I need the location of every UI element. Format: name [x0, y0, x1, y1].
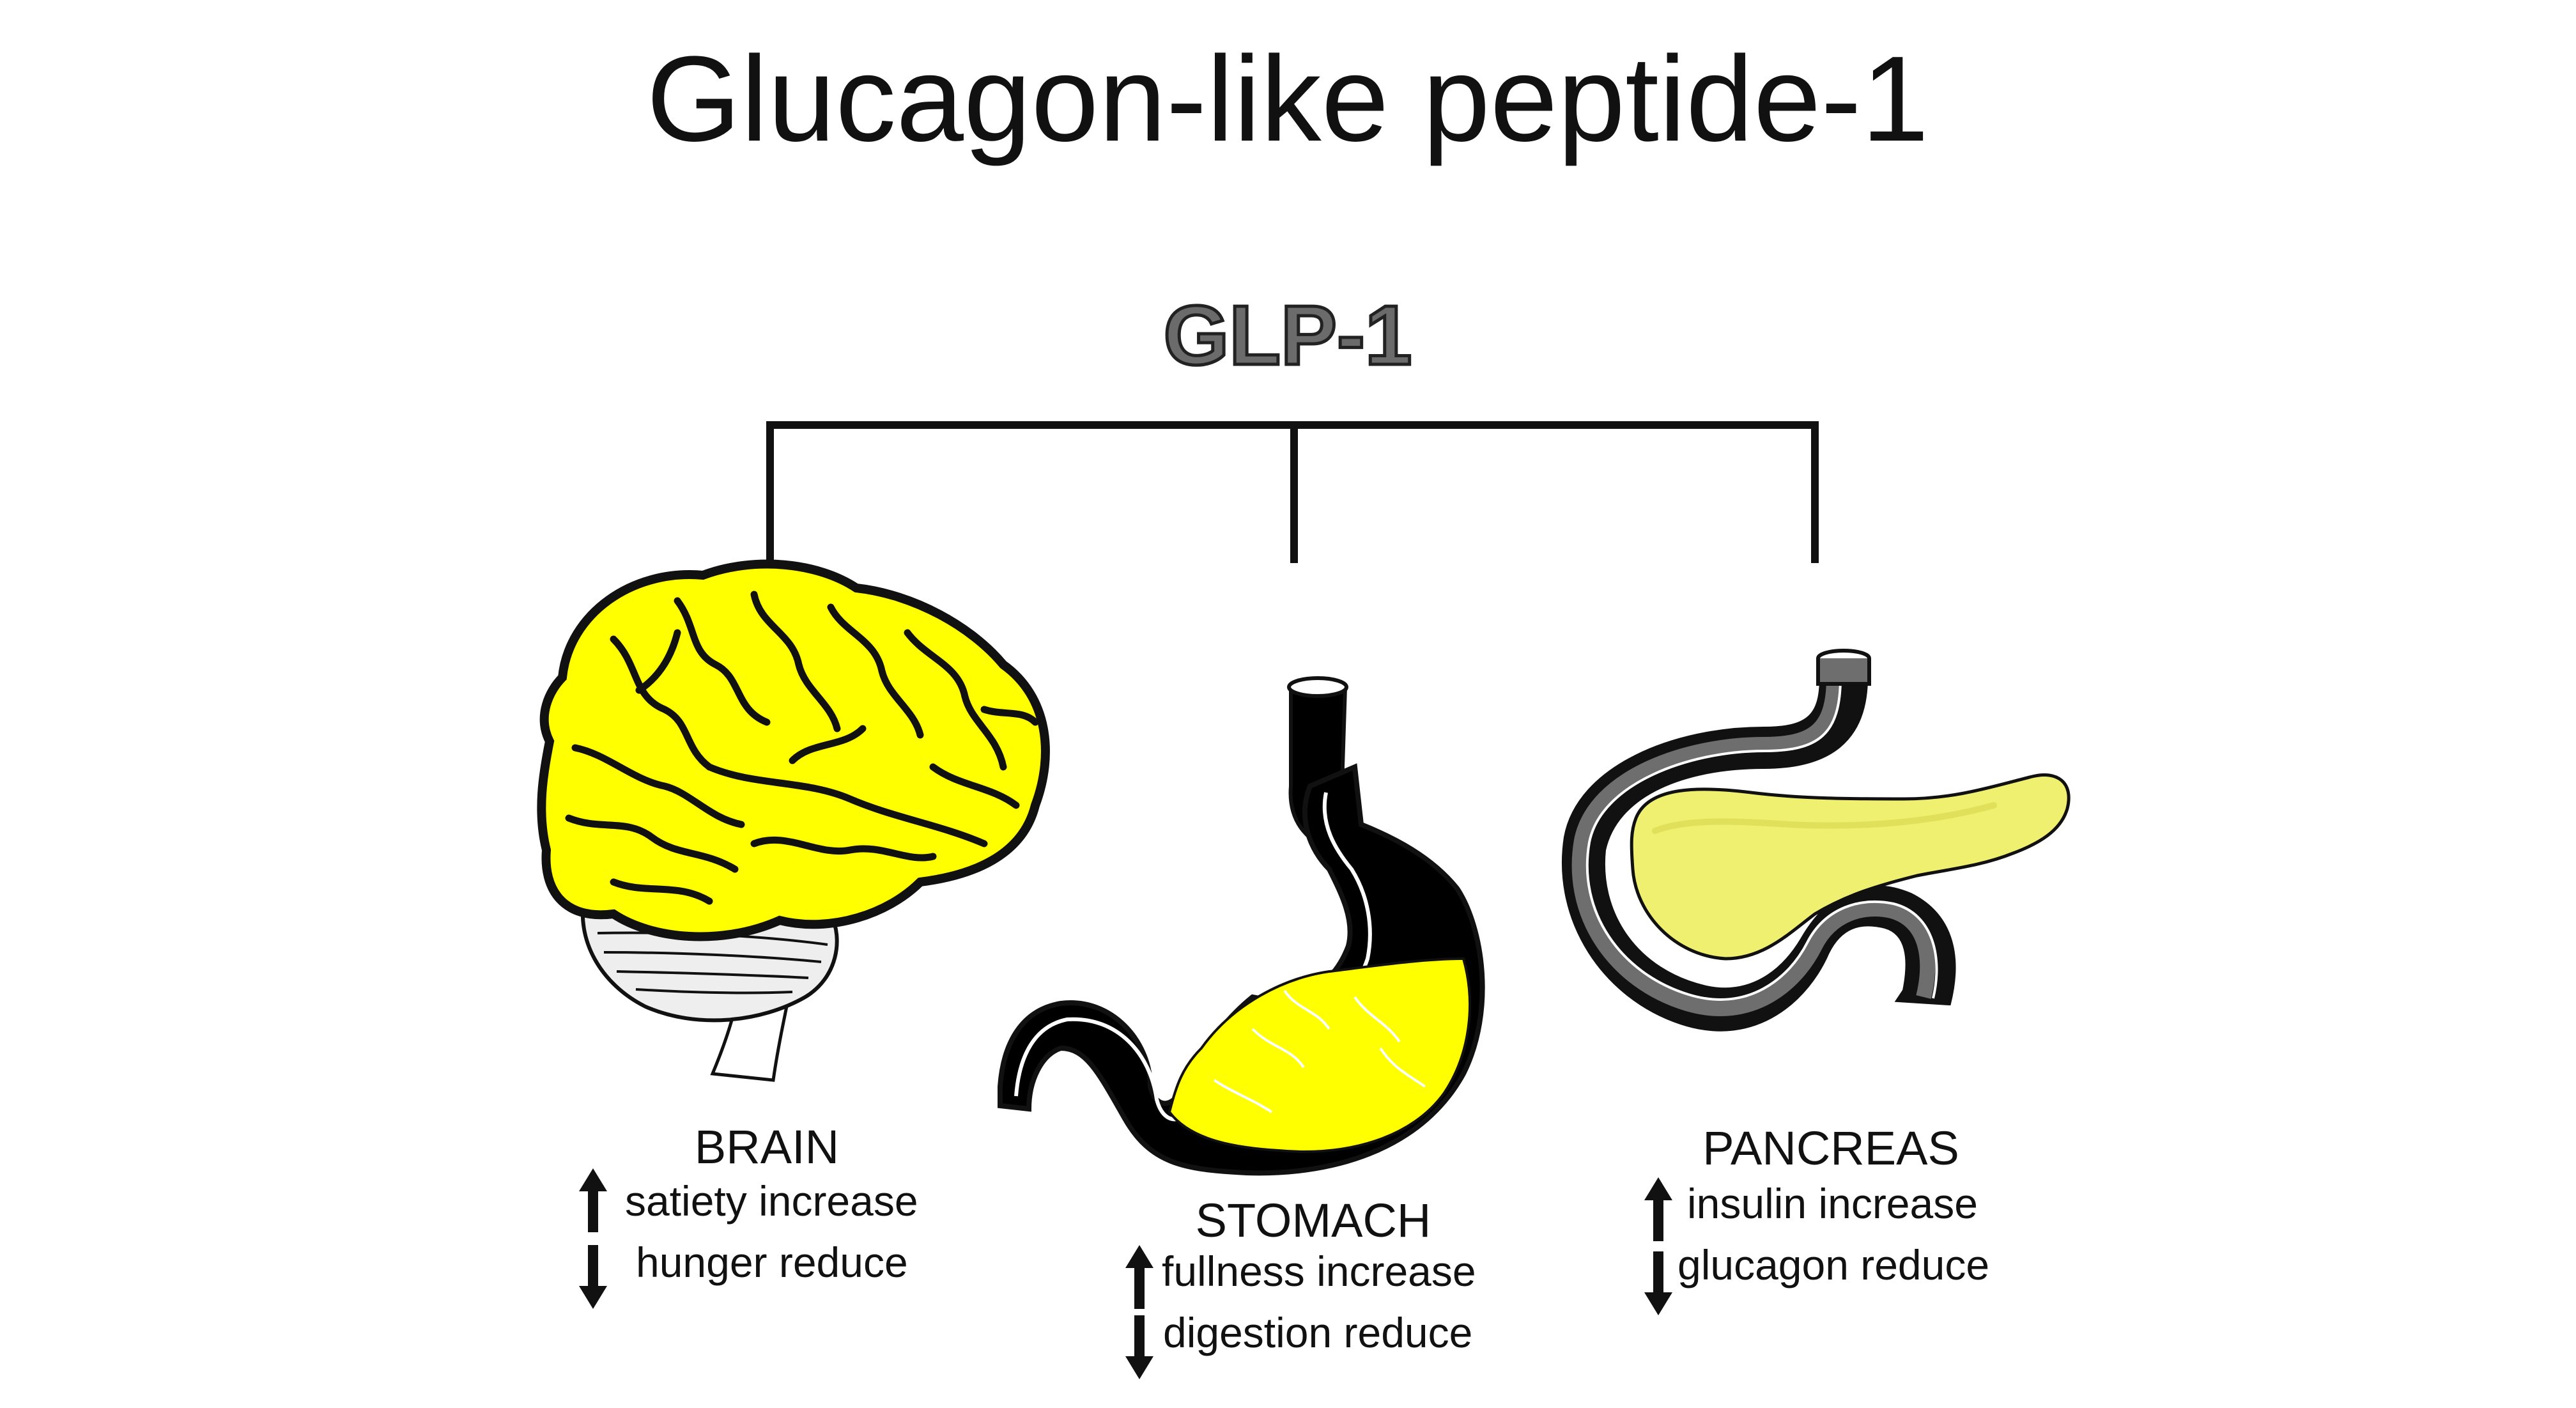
arrow-up-icon — [579, 1168, 607, 1232]
stomach-effect-1: fullness increase — [1162, 1248, 1476, 1295]
stomach-contents — [1168, 957, 1471, 1153]
page-title: Glucagon-like peptide-1 — [647, 31, 1929, 167]
pancreas-effect-1: insulin increase — [1687, 1180, 1978, 1227]
esophagus-opening — [1287, 676, 1348, 698]
brain-title: BRAIN — [695, 1120, 839, 1173]
brain-effect-2: hunger reduce — [636, 1239, 908, 1286]
arrow-up-icon — [1125, 1245, 1153, 1309]
duodenum-lumen — [1571, 677, 1936, 1016]
pancreas-label-group: PANCREAS insulin increase glucagon reduc… — [1644, 1122, 1989, 1315]
arrow-down-icon — [1644, 1251, 1672, 1315]
stomach-title: STOMACH — [1196, 1194, 1431, 1247]
arrow-down-icon — [579, 1245, 607, 1309]
stomach-label-group: STOMACH fullness increase digestion redu… — [1125, 1194, 1476, 1379]
duodenum-lining — [1585, 677, 1938, 1002]
arrow-down-icon — [1125, 1315, 1153, 1379]
gastric-folds — [1213, 989, 1426, 1113]
hub-label: GLP-1 — [1164, 288, 1412, 382]
brain-illustration — [537, 559, 1050, 1082]
brain-effect-1: satiety increase — [625, 1177, 918, 1225]
stomach-effect-2: digestion reduce — [1163, 1309, 1472, 1356]
pancreas-illustration — [1561, 649, 2071, 1032]
pancreas-shading — [1652, 802, 1997, 834]
brain-folds — [565, 591, 1039, 905]
pancreas-gland — [1630, 773, 2071, 961]
arrow-up-icon — [1644, 1177, 1672, 1241]
connector-bracket — [766, 421, 1819, 563]
stomach-illustration — [998, 676, 1485, 1176]
pancreas-title: PANCREAS — [1702, 1122, 1959, 1175]
pancreas-effect-2: glucagon reduce — [1677, 1241, 1989, 1288]
brain-label-group: BRAIN satiety increase hunger reduce — [579, 1120, 918, 1309]
